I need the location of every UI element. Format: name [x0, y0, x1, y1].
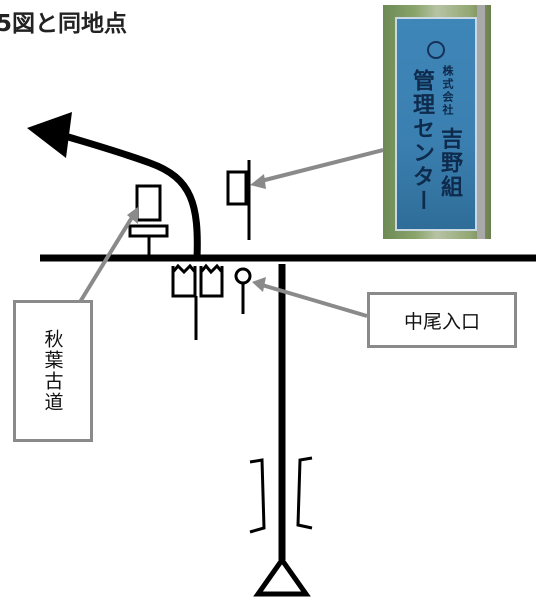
nakao-entrance-text: 中尾入口	[403, 310, 480, 333]
leader-akiba	[78, 212, 136, 304]
leader-nakao-arrowhead	[252, 277, 266, 292]
leader-sign-arrowhead	[250, 174, 266, 189]
gate-icon	[171, 263, 224, 340]
company-emblem-icon	[427, 41, 445, 59]
sign-photo: 株式会社 吉野組 管理センター	[383, 5, 491, 239]
bridge-icon	[249, 456, 313, 534]
nakao-entrance-label: 中尾入口	[367, 292, 517, 348]
akiba-road-label: 秋葉古道	[13, 300, 93, 442]
sign-company-name: 吉野組	[437, 127, 462, 199]
leader-sign	[260, 148, 384, 183]
sign-company-type: 株式会社	[441, 65, 454, 117]
triangle-marker-icon	[253, 555, 311, 597]
sign-board: 株式会社 吉野組 管理センター	[395, 17, 477, 231]
sign-main-text: 管理センター	[409, 69, 434, 213]
leader-lines	[78, 148, 384, 318]
akiba-road-text: 秋葉古道	[41, 329, 64, 413]
sign-pole	[477, 5, 485, 239]
leader-akiba-arrowhead	[127, 207, 138, 224]
signpost-icon	[128, 184, 169, 256]
map-title: 5図と同地点	[0, 11, 128, 37]
leader-nakao	[261, 283, 368, 318]
small-sign-icon	[226, 160, 251, 240]
arrow-left-up-icon	[27, 112, 72, 158]
marker-pin-icon	[234, 267, 252, 314]
curved-road	[63, 132, 201, 259]
